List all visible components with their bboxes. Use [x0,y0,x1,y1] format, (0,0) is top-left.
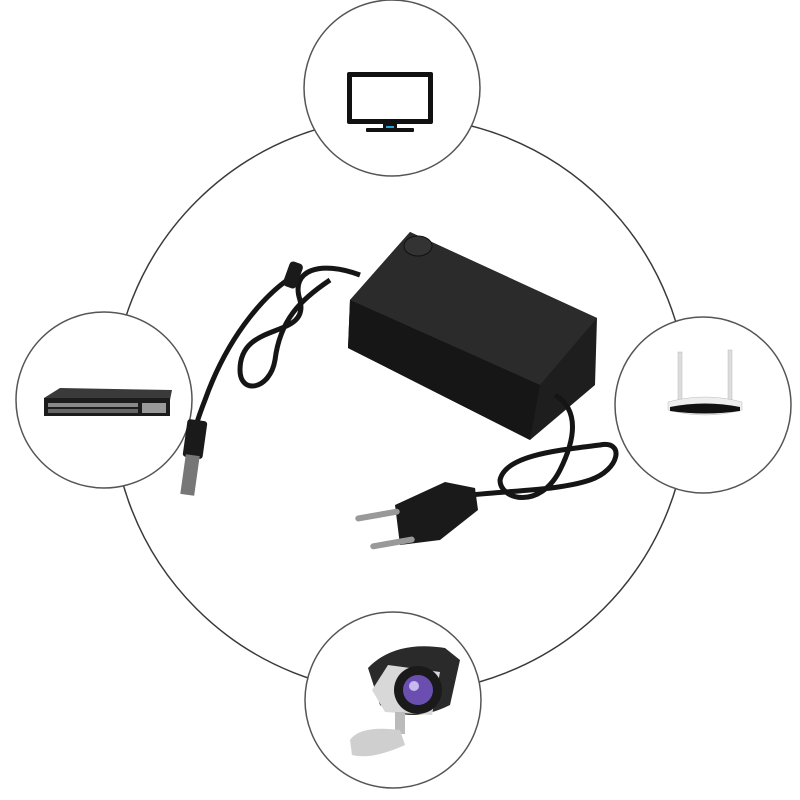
monitor-icon [347,72,433,132]
device-circle-top [303,0,481,177]
device-circle-left [15,311,193,489]
network-switch-icon [44,388,172,416]
connection-ring [111,116,689,694]
wifi-router-icon [667,349,743,416]
device-circle-right [614,316,792,494]
power-adapter [180,232,619,550]
security-camera-icon [350,646,460,757]
device-circle-bottom [304,611,482,789]
